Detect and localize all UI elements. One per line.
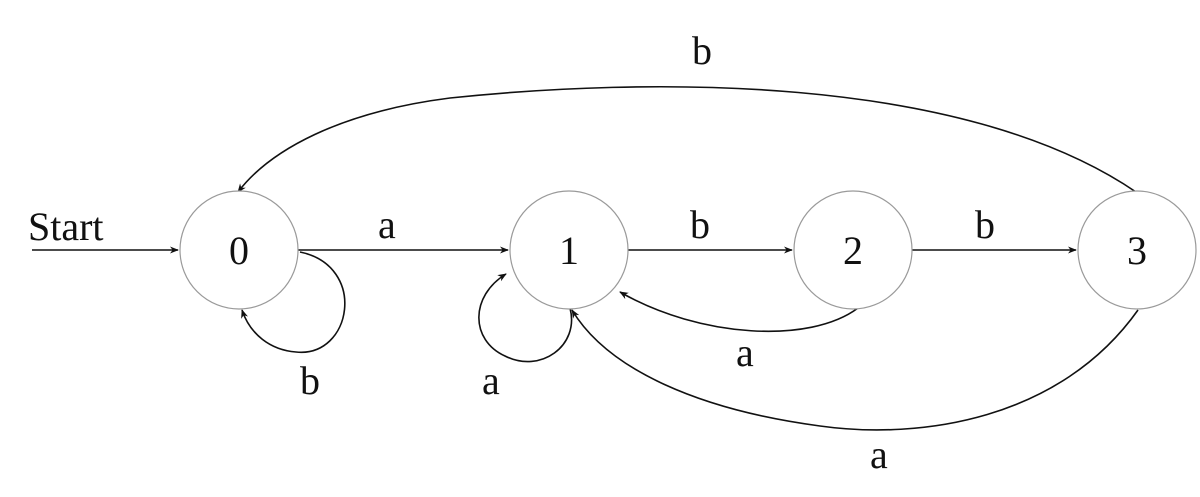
edge-0-0 (241, 251, 346, 353)
edge-1-1 (478, 273, 573, 363)
state-label-2: 2 (843, 228, 863, 273)
state-3: 3 (1077, 190, 1197, 310)
edge-label-0-1: a (378, 202, 396, 247)
edge-3-1 (571, 309, 1139, 431)
state-label-0: 0 (229, 228, 249, 273)
state-2: 2 (793, 190, 913, 310)
edge-label-1-1: a (482, 358, 500, 403)
state-0: 0 (179, 190, 299, 310)
edge-label-3-0: b (692, 28, 712, 73)
edge-3-0 (237, 86, 1137, 193)
start-label: Start (28, 204, 104, 249)
edge-label-0-0: b (300, 358, 320, 403)
edge-label-2-3: b (975, 202, 995, 247)
edge-label-2-1: a (736, 330, 754, 375)
state-1: 1 (509, 190, 629, 310)
edge-label-1-2: b (690, 202, 710, 247)
state-label-1: 1 (559, 228, 579, 273)
edge-label-3-1: a (870, 432, 888, 477)
state-label-3: 3 (1127, 228, 1147, 273)
edge-2-1 (619, 291, 859, 333)
